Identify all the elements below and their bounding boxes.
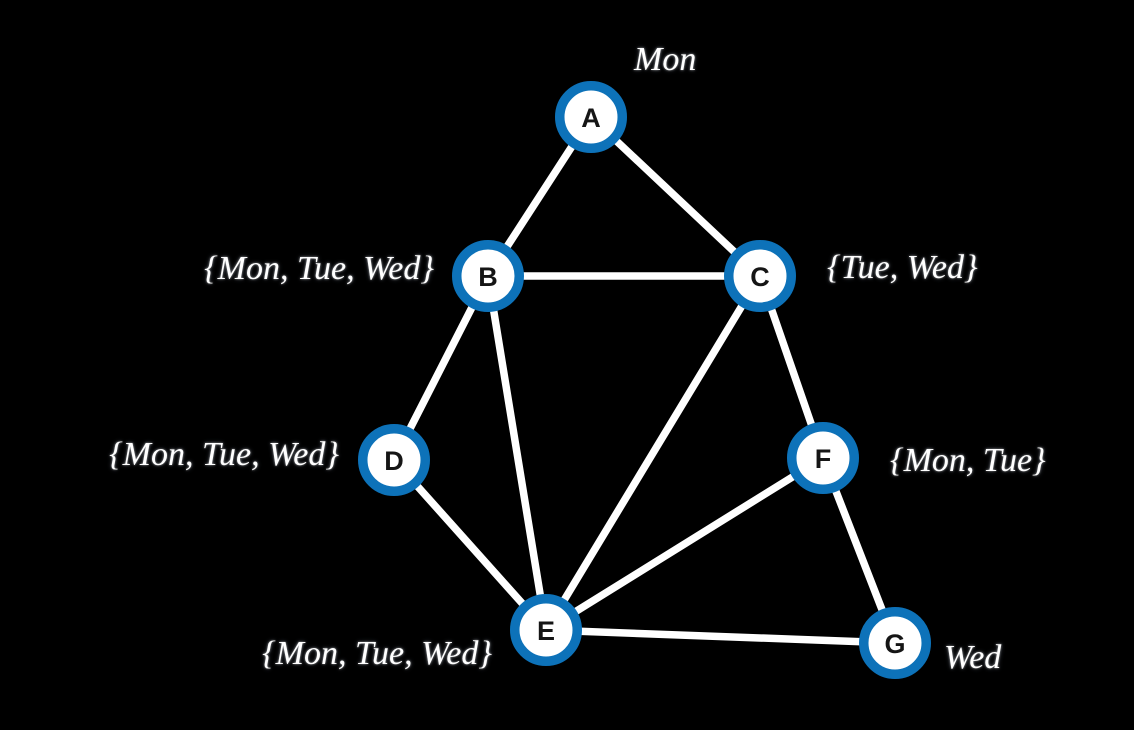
domain-label-d: {Mon, Tue, Wed} xyxy=(109,436,339,473)
domain-label-g: Wed xyxy=(944,639,1002,676)
node-letter-a: A xyxy=(581,103,601,133)
node-layer: A B C D E F G xyxy=(358,81,931,679)
domain-label-f: {Mon, Tue} xyxy=(890,442,1046,479)
graph-edge-e-f xyxy=(570,471,799,617)
graph-edge-d-e xyxy=(412,480,528,610)
graph-edge-a-c xyxy=(611,135,740,258)
graph-node-c[interactable]: C xyxy=(724,240,796,312)
node-letter-c: C xyxy=(750,262,770,292)
node-letter-e: E xyxy=(537,616,555,646)
graph-edge-b-e xyxy=(489,304,545,602)
graph-edge-b-d xyxy=(405,301,477,435)
domain-label-e: {Mon, Tue, Wed} xyxy=(262,635,492,672)
node-letter-b: B xyxy=(478,262,498,292)
node-circle-b xyxy=(452,240,524,312)
graph-node-f[interactable]: F xyxy=(787,422,859,494)
graph-node-b[interactable]: B xyxy=(452,240,524,312)
graph-node-a[interactable]: A xyxy=(555,81,627,153)
node-circle-f xyxy=(787,422,859,494)
domain-label-b: {Mon, Tue, Wed} xyxy=(204,250,434,287)
node-letter-f: F xyxy=(815,444,832,474)
node-letter-g: G xyxy=(884,629,905,659)
graph-edge-a-b xyxy=(502,140,577,253)
edge-layer xyxy=(405,135,887,646)
graph-node-g[interactable]: G xyxy=(859,607,931,679)
graph-edge-f-g xyxy=(831,485,887,616)
node-circle-d xyxy=(358,424,430,496)
domain-label-c: {Tue, Wed} xyxy=(827,249,978,286)
domain-label-a: Mon xyxy=(634,41,697,78)
node-letter-d: D xyxy=(384,446,404,476)
node-circle-g xyxy=(859,607,931,679)
graph-node-e[interactable]: E xyxy=(510,594,582,666)
node-circle-e xyxy=(510,594,582,666)
node-circle-a xyxy=(555,81,627,153)
graph-edge-c-e xyxy=(559,300,747,606)
graph-node-d[interactable]: D xyxy=(358,424,430,496)
node-circle-c xyxy=(724,240,796,312)
graph-edge-e-g xyxy=(575,627,866,646)
graph-edge-c-f xyxy=(767,303,816,431)
